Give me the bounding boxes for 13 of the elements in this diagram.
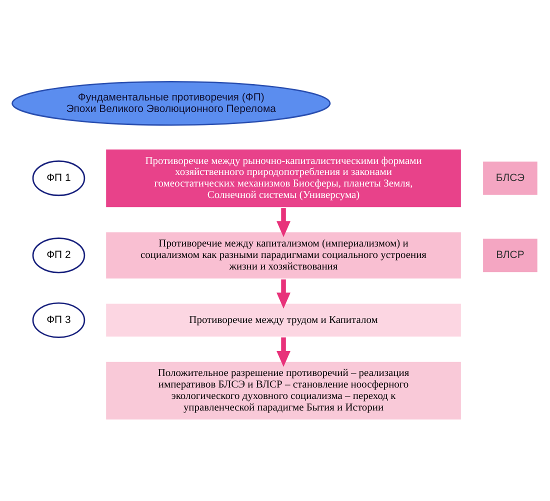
- node-box: Противоречие между трудом и Капиталом: [104, 302, 462, 338]
- arrow: [276, 278, 290, 308]
- node-ellipse: ФП 2: [32, 237, 86, 273]
- arrow: [276, 208, 290, 237]
- node-ellipse: ФП 1: [32, 160, 86, 196]
- arrow: [276, 336, 290, 366]
- node-ellipse: ФП 3: [32, 302, 86, 338]
- node-box: Противоречие между рыночно-капиталистическими формами хозяйственного природопотребления и законами гомеостатических механизмов Биосферы, планеты Земля, Солнечной системы (Универсума): [104, 148, 462, 208]
- node-box: Противоречие между капитализмом (империализмом) и социализмом как разными парадигмами социального устроения жизни и хозяйствования: [104, 230, 462, 280]
- node-box: Положительное разрешение противоречий – реализация императивов БЛСЭ и ВЛСР – становление ноосферного экологического духовного социализма – переход к управленческой парадигме Бытия и Истории: [104, 360, 462, 420]
- label: ВЛСР: [496, 250, 524, 261]
- label: БЛСЭ: [496, 172, 525, 184]
- node-ellipse: Фундаментальные противоречия (ФП) Эпохи Великого Эволюционного Перелома: [12, 80, 331, 126]
